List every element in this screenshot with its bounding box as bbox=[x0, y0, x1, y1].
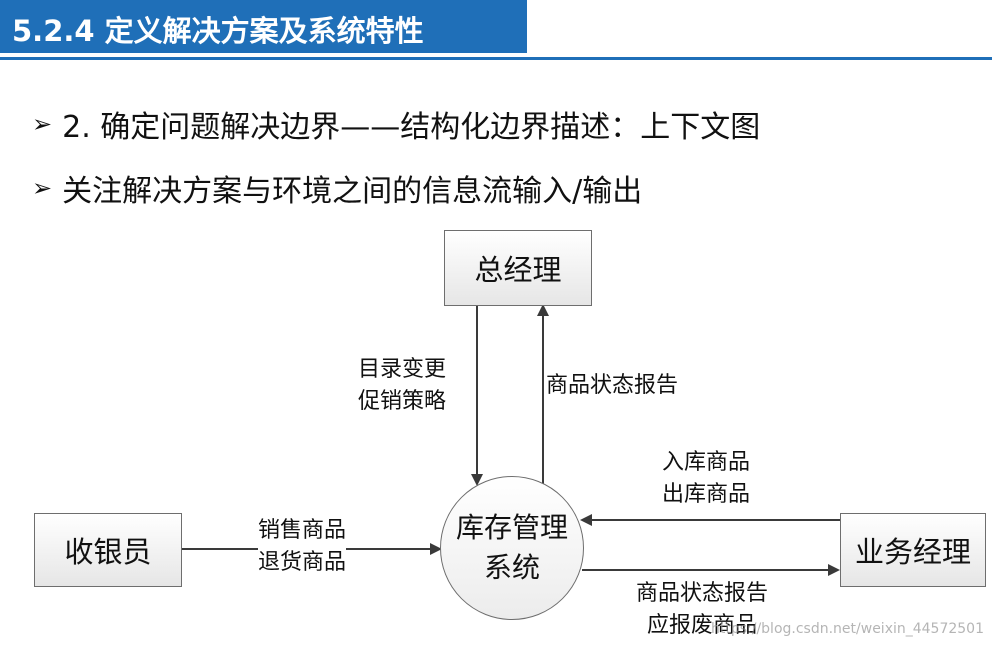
flow-label-gm-to-system: 目录变更 促销策略 bbox=[358, 354, 447, 418]
flow-text: 商品状态报告 bbox=[546, 373, 679, 398]
flow-text: 应报废商品 bbox=[647, 613, 758, 638]
node-cashier: 收银员 bbox=[34, 513, 182, 587]
arrow-bullet-icon: ➢ bbox=[32, 110, 53, 138]
node-business-manager-label: 业务经理 bbox=[854, 535, 971, 569]
flow-label-system-to-bm: 商品状态报告 应报废商品 bbox=[636, 578, 769, 642]
title-underline bbox=[0, 57, 992, 60]
arrow-bullet-icon: ➢ bbox=[32, 174, 53, 202]
node-system-label-1: 库存管理 bbox=[455, 511, 568, 544]
node-business-manager: 业务经理 bbox=[840, 513, 986, 587]
watermark: https://blog.csdn.net/weixin_44572501 bbox=[710, 621, 984, 637]
bullet-item-1: ➢ 2. 确定问题解决边界——结构化边界描述：上下文图 bbox=[32, 102, 760, 146]
bullet-item-2: ➢ 关注解决方案与环境之间的信息流输入/输出 bbox=[32, 166, 642, 210]
flow-label-bm-to-system: 入库商品 出库商品 bbox=[662, 447, 751, 511]
bullet-text-2: 关注解决方案与环境之间的信息流输入/输出 bbox=[62, 174, 643, 209]
flow-text: 退货商品 bbox=[258, 550, 347, 575]
title-bar: 5.2.4 定义解决方案及系统特性 bbox=[0, 0, 527, 53]
bullet-text-1: 2. 确定问题解决边界——结构化边界描述：上下文图 bbox=[62, 110, 761, 145]
flow-text: 促销策略 bbox=[358, 389, 447, 414]
node-general-manager: 总经理 bbox=[444, 230, 592, 306]
node-cashier-label: 收银员 bbox=[64, 535, 152, 569]
flow-text: 商品状态报告 bbox=[636, 581, 769, 606]
flow-text: 销售商品 bbox=[258, 518, 347, 543]
flow-label-cashier-to-system: 销售商品 退货商品 bbox=[258, 515, 347, 579]
flow-text: 目录变更 bbox=[358, 357, 447, 382]
node-system-label-2: 系统 bbox=[483, 551, 540, 584]
flow-text: 入库商品 bbox=[662, 450, 751, 475]
node-inventory-system: 库存管理 系统 bbox=[440, 476, 584, 620]
node-general-manager-label: 总经理 bbox=[474, 253, 562, 287]
slide-title: 5.2.4 定义解决方案及系统特性 bbox=[12, 14, 424, 48]
flow-label-system-to-gm: 商品状态报告 bbox=[546, 370, 679, 402]
flow-text: 出库商品 bbox=[662, 482, 751, 507]
